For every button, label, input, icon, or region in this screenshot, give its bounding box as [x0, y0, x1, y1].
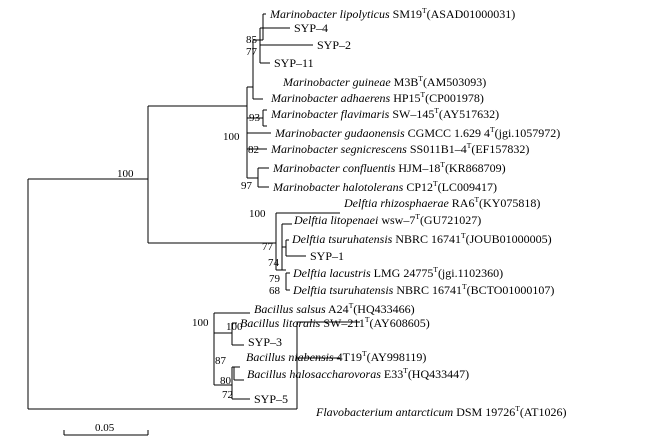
leaf-label: Marinobacter confluentis HJM–18T(KR86870… [272, 160, 506, 175]
bootstrap-value: 77 [246, 46, 258, 58]
leaf-label: Bacillus niabensis 4T19T(AY998119) [246, 349, 426, 364]
leaf-label: Delftia rhizosphaerae RA6T(KY075818) [343, 195, 540, 210]
bootstrap-value: 100 [226, 321, 243, 333]
bootstrap-value: 100 [249, 208, 266, 220]
bootstrap-value: 68 [269, 285, 281, 297]
leaf-label: Delftia tsuruhatensis NBRC 16741T(JOUB01… [291, 231, 552, 246]
tree-branches [27, 13, 360, 410]
leaf-label: Marinobacter lipolyticus SM19T(ASAD01000… [269, 6, 515, 21]
scale-bar: 0.05 [63, 422, 149, 436]
leaf-label: SYP–5 [254, 392, 288, 406]
leaf-label: Marinobacter segnicrescens SS011B1–4T(EF… [270, 141, 529, 156]
leaf-label: SYP–11 [274, 56, 314, 70]
leaf-label: SYP–3 [248, 335, 282, 349]
scale-bar-label: 0.05 [95, 422, 115, 434]
bootstrap-value: 97 [241, 180, 253, 192]
leaf-label: Marinobacter halotolerans CP12T(LC009417… [272, 179, 497, 194]
leaf-label: Marinobacter guineae M3BT(AM503093) [282, 74, 486, 89]
bootstrap-value: 100 [223, 131, 240, 143]
leaf-label: Delftia lacustris LMG 24775T(jgi.1102360… [292, 265, 503, 280]
leaf-label: Bacillus salsus A24T(HQ433466) [254, 301, 415, 316]
leaf-label: Bacillus halosaccharovoras E33T(HQ433447… [247, 366, 469, 381]
leaf-label: Marinobacter adhaerens HP15T(CP001978) [270, 90, 484, 105]
bootstrap-value: 93 [249, 112, 261, 124]
bootstrap-value: 72 [222, 389, 233, 401]
bootstrap-value: 80 [220, 375, 232, 387]
bootstrap-value: 79 [269, 273, 281, 285]
leaf-label: Delftia tsuruhatensis NBRC 16741T(BCTO01… [292, 282, 554, 297]
bootstrap-value: 77 [262, 241, 274, 253]
bootstrap-value: 82 [248, 144, 259, 156]
bootstrap-value: 100 [117, 168, 134, 180]
bootstrap-values: 85 77 100 93 82 97 100 100 77 74 79 68 1… [117, 34, 281, 401]
leaf-label: Delftia litopenaei wsw–7T(GU721027) [293, 212, 481, 227]
bootstrap-value: 74 [268, 257, 280, 269]
leaf-label: SYP–1 [310, 249, 344, 263]
leaf-labels: Marinobacter lipolyticus SM19T(ASAD01000… [240, 6, 566, 419]
leaf-label: Flavobacterium antarcticum DSM 19726T(AT… [315, 404, 566, 419]
leaf-label: Marinobacter gudaonensis CGMCC 1.629 4T(… [274, 125, 560, 140]
bootstrap-value: 85 [246, 34, 258, 46]
leaf-label: Marinobacter flavimaris SW–145T(AY517632… [270, 106, 499, 121]
leaf-label: Bacillus litoralis SW–211T(AY608605) [240, 315, 430, 330]
leaf-label: SYP–2 [317, 38, 351, 52]
bootstrap-value: 87 [215, 355, 227, 367]
bootstrap-value: 100 [192, 317, 209, 329]
leaf-label: SYP–4 [294, 21, 328, 35]
